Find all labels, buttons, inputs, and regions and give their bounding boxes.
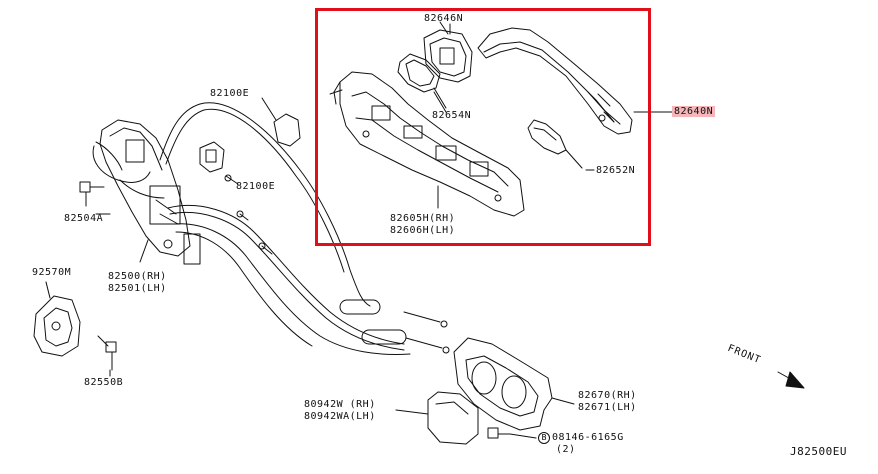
label-82605h: 82605H(RH) — [390, 213, 456, 224]
label-08146-qty: (2) — [556, 444, 576, 455]
cable-sleeves — [237, 211, 449, 353]
label-82606h: 82606H(LH) — [390, 225, 456, 236]
label-82550b: 82550B — [84, 377, 124, 388]
label-82100e-top: 82100E — [210, 88, 250, 99]
inside-handle — [454, 338, 574, 430]
inside-escutcheon — [396, 392, 478, 444]
label-82501: 82501(LH) — [108, 283, 167, 294]
gasket — [398, 54, 446, 108]
label-80942w: 80942W (RH) — [304, 399, 376, 410]
front-arrow-icon — [778, 372, 804, 388]
diagram-reference: J82500EU — [790, 445, 847, 458]
label-92570m: 92570M — [32, 267, 72, 278]
outside-handle — [478, 28, 632, 134]
label-82646n: 82646N — [424, 13, 464, 24]
label-82654n: 82654N — [432, 110, 472, 121]
handle-bracket — [330, 72, 524, 216]
label-82100e-mid: 82100E — [236, 181, 276, 192]
bolt-08146 — [488, 428, 536, 438]
label-82500: 82500(RH) — [108, 271, 167, 282]
small-cover — [528, 120, 582, 168]
label-82504a: 82504A — [64, 213, 104, 224]
bolt-symbol-icon: B — [538, 432, 550, 444]
door-lock-actuator — [93, 120, 200, 264]
cable-clip-top — [262, 98, 300, 146]
label-82652n: 82652N — [596, 165, 636, 176]
handle-escutcheon — [424, 24, 472, 82]
highlight-box — [315, 8, 651, 246]
label-82671: 82671(LH) — [578, 402, 637, 413]
striker — [34, 282, 80, 356]
label-08146: 08146-6165G — [552, 432, 624, 443]
label-82640n: 82640N — [672, 106, 716, 117]
label-82670: 82670(RH) — [578, 390, 637, 401]
bolt-82504a — [80, 182, 104, 206]
screw-82550b — [98, 336, 116, 370]
label-80942wa: 80942WA(LH) — [304, 411, 376, 422]
cable-clip-mid — [200, 142, 238, 184]
cables — [120, 103, 410, 355]
